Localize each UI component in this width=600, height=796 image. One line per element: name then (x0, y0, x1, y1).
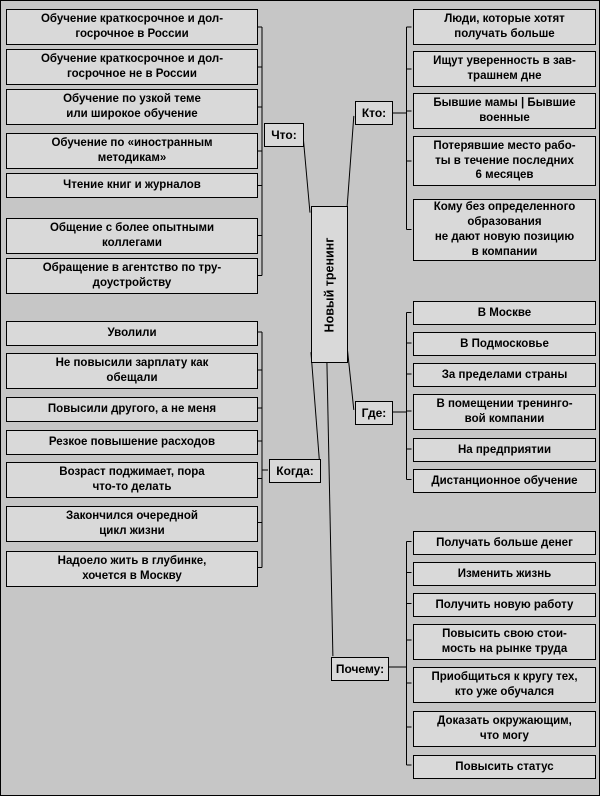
branch-label-who: Кто: (355, 101, 393, 125)
node-why-3: Повысить свою стои- мость на рынке труда (413, 624, 596, 660)
node-who-2: Бывшие мамы | Бывшие военные (413, 93, 596, 129)
node-why-2: Получить новую работу (413, 593, 596, 617)
node-who-3: Потерявшие место рабо- ты в течение посл… (413, 136, 596, 186)
node-why-1: Изменить жизнь (413, 562, 596, 586)
node-where-1: В Подмосковье (413, 332, 596, 356)
branch-label-where: Где: (355, 401, 393, 425)
branch-label-what: Что: (264, 123, 304, 147)
node-who-4: Кому без определенного образования не да… (413, 199, 596, 261)
center-node-label: Новый тренинг (322, 237, 337, 332)
node-what-1: Обучение краткосрочное и дол- госрочное … (6, 49, 258, 85)
node-when-0: Уволили (6, 321, 258, 346)
node-where-5: Дистанционное обучение (413, 469, 596, 493)
node-who-1: Ищут уверенность в зав- трашнем дне (413, 51, 596, 87)
node-what-6: Обращение в агентство по тру- доустройст… (6, 258, 258, 294)
node-why-4: Приобщиться к кругу тех, кто уже обучалс… (413, 667, 596, 703)
node-why-6: Повысить статус (413, 755, 596, 779)
branch-label-why: Почему: (331, 657, 389, 681)
node-who-0: Люди, которые хотят получать больше (413, 9, 596, 45)
node-when-4: Возраст поджимает, пора что-то делать (6, 462, 258, 498)
node-when-6: Надоело жить в глубинке, хочется в Москв… (6, 551, 258, 587)
node-why-5: Доказать окружающим, что могу (413, 711, 596, 747)
node-where-0: В Москве (413, 301, 596, 325)
node-when-3: Резкое повышение расходов (6, 430, 258, 455)
node-what-5: Общение с более опытными коллегами (6, 218, 258, 254)
node-where-4: На предприятии (413, 438, 596, 462)
center-node-new-training: Новый тренинг (311, 206, 348, 363)
node-when-2: Повысили другого, а не меня (6, 397, 258, 422)
node-what-0: Обучение краткосрочное и дол- госрочное … (6, 9, 258, 45)
node-where-2: За пределами страны (413, 363, 596, 387)
node-what-3: Обучение по «иностранным методикам» (6, 133, 258, 169)
node-when-1: Не повысили зарплату как обещали (6, 353, 258, 389)
node-when-5: Закончился очередной цикл жизни (6, 506, 258, 542)
node-why-0: Получать больше денег (413, 531, 596, 555)
node-where-3: В помещении тренинго- вой компании (413, 394, 596, 430)
node-what-4: Чтение книг и журналов (6, 173, 258, 198)
node-what-2: Обучение по узкой теме или широкое обуче… (6, 89, 258, 125)
branch-label-when: Когда: (269, 459, 321, 483)
